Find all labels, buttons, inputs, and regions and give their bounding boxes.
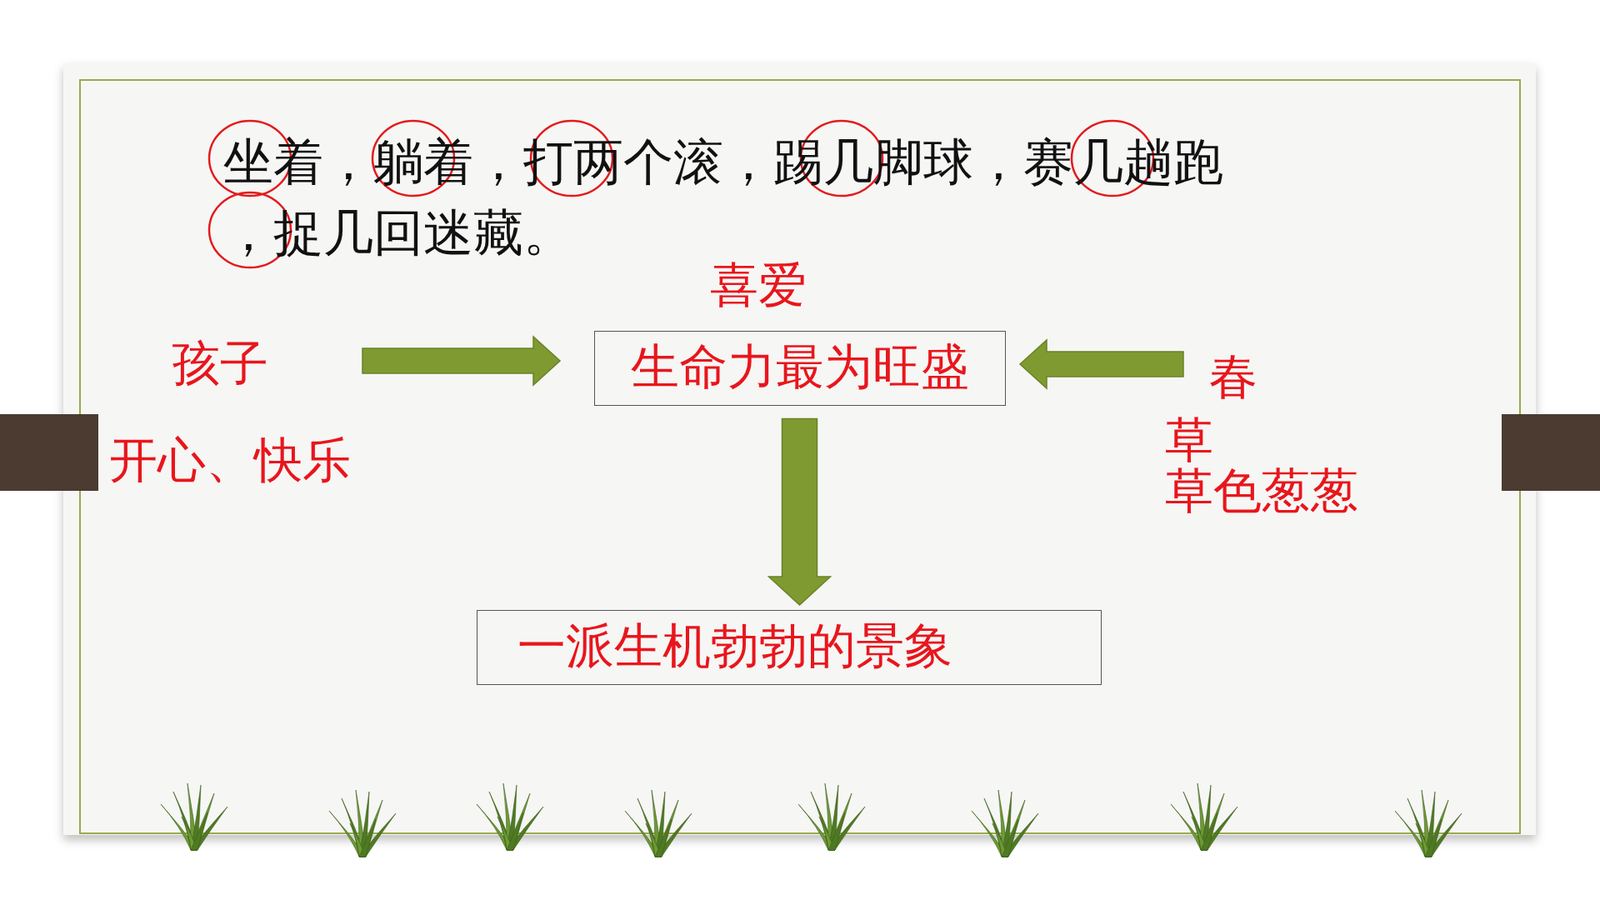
grass-blade — [359, 813, 396, 857]
grass-blade — [359, 819, 376, 857]
activity-text: 坐着，躺着，打两个滚，踢几脚球，赛几趟跑，捉几回迷藏。 — [223, 126, 1234, 269]
side-tab — [1501, 414, 1600, 491]
grass-blade — [1425, 819, 1442, 857]
grass-blade — [828, 806, 865, 850]
block-arrow — [769, 419, 831, 605]
arrow-from-children — [362, 336, 560, 385]
box-text: 生命力最为旺盛 — [630, 338, 970, 397]
slide-frame — [80, 80, 1520, 834]
slide-card — [63, 63, 1536, 835]
text-box: 一派生机勃勃的景象 — [476, 610, 1102, 685]
box-text: 一派生机勃勃的景象 — [517, 617, 1061, 676]
text-box: 生命力最为旺盛 — [594, 330, 1006, 406]
grass-blade — [1200, 806, 1238, 850]
grass-illustration — [160, 783, 1462, 857]
description-label: 草色葱葱 — [1165, 462, 1359, 521]
grass-blade — [1200, 812, 1218, 850]
subject-label: 孩子 — [171, 335, 269, 394]
grass-blade — [506, 806, 544, 850]
season-label: 春 — [1209, 348, 1258, 407]
feeling-label: 开心、快乐 — [109, 431, 351, 490]
grass-blade — [1001, 819, 1019, 857]
grass-blade — [190, 812, 208, 850]
grass-blade — [1001, 813, 1039, 857]
side-tab — [0, 414, 99, 491]
grass-blade — [828, 812, 845, 850]
emotion-label: 喜爱 — [710, 256, 807, 315]
grass-blade — [190, 806, 228, 850]
grass-blade — [1425, 813, 1462, 857]
grass-blade — [506, 812, 524, 850]
grass-blade — [655, 819, 672, 857]
subject-label: 草 — [1165, 411, 1214, 470]
grass-blade — [655, 813, 692, 857]
arrow-from-spring — [1020, 340, 1184, 389]
